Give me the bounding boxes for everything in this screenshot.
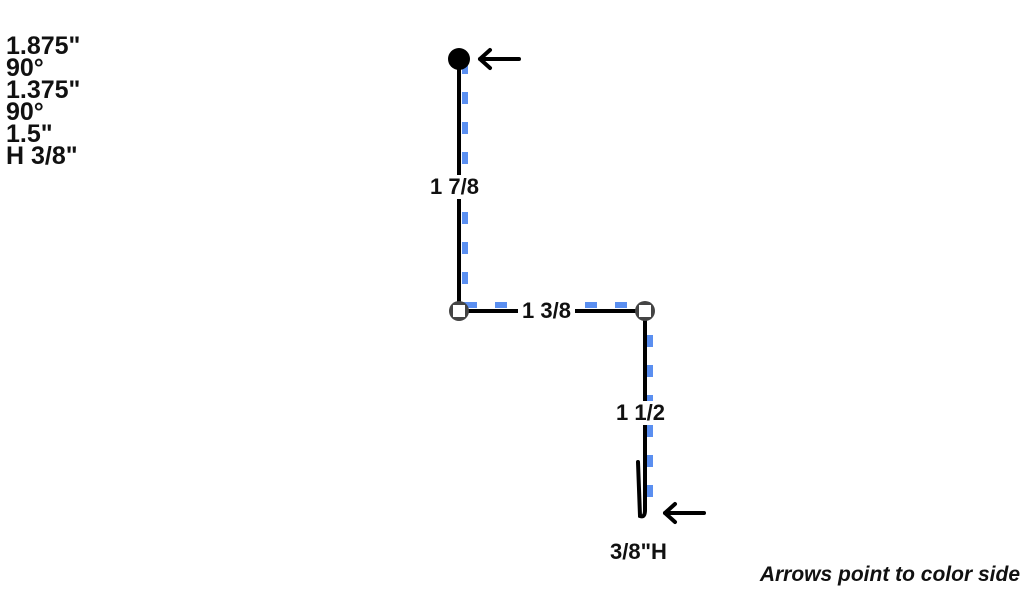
profile-lines bbox=[457, 58, 647, 519]
segment-1-label: 1 7/8 bbox=[430, 174, 479, 199]
joint-icon bbox=[449, 301, 469, 321]
spec-line: 90° bbox=[6, 98, 44, 126]
arrow-left-icon bbox=[663, 502, 706, 524]
color-side-note: Arrows point to color side bbox=[759, 563, 1020, 586]
hem-fold bbox=[636, 460, 647, 519]
color-side-dashes bbox=[462, 62, 653, 512]
arrow-left-icon bbox=[478, 48, 521, 70]
start-point-icon bbox=[448, 48, 470, 70]
segment-3-label: 1 1/2 bbox=[616, 400, 665, 425]
spec-line: H 3/8" bbox=[6, 142, 78, 170]
spec-line: 1.5" bbox=[6, 120, 53, 148]
spec-line: 1.875" bbox=[6, 32, 81, 60]
spec-line: 90° bbox=[6, 54, 44, 82]
hem-label: 3/8"H bbox=[610, 539, 667, 564]
dimension-spec-list: 1.875" 90° 1.375" 90° 1.5" H 3/8" bbox=[6, 32, 81, 170]
segment-2-label: 1 3/8 bbox=[518, 299, 575, 323]
spec-line: 1.375" bbox=[6, 76, 81, 104]
joint-icon bbox=[635, 301, 655, 321]
